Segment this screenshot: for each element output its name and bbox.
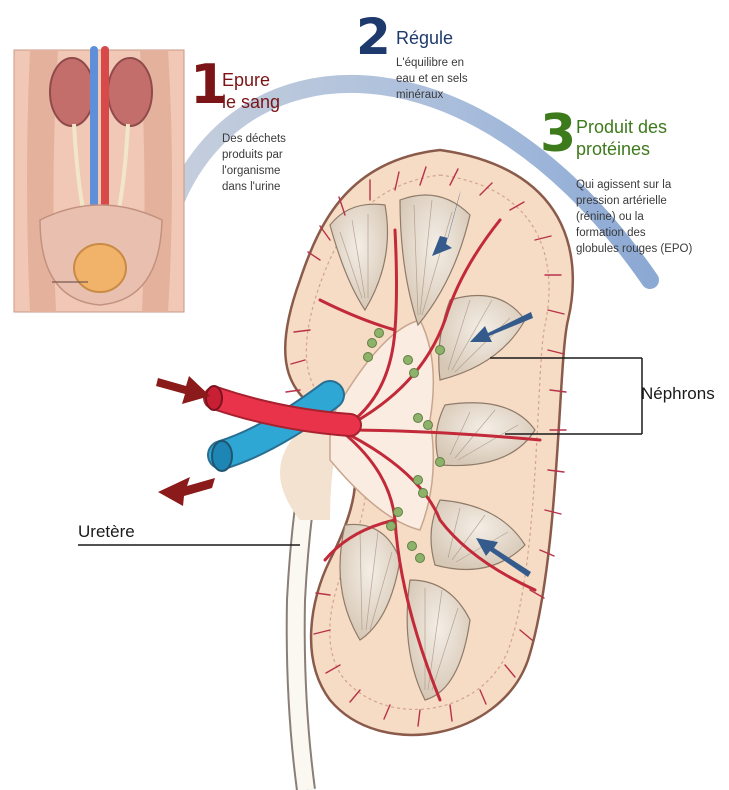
step-1-title-line-1: Epure [222,70,270,90]
step-1-desc-line-3: l'organisme [222,163,280,179]
step-3-desc-line-5: globules rouges (EPO) [576,241,692,257]
step-2-title: Régule [396,28,453,48]
step-2-desc-line-2: eau et en sels [396,71,468,87]
step-3-number: 3 [540,108,574,160]
inset-bladder [74,244,126,292]
step-3-desc-line-1: Qui agissent sur la [576,177,671,193]
step-2-number: 2 [356,12,389,62]
step-3-desc-line-2: pression artérielle [576,193,667,209]
step-3-desc-line-4: formation des [576,225,646,241]
nephrons-label: Néphrons [641,384,715,404]
step-1-desc-line-1: Des déchets [222,131,286,147]
flow-out-arrow [158,477,215,506]
inset-kidney-left [50,58,94,126]
step-2-desc-line-1: L'équilibre en [396,55,464,71]
step-2-desc-line-3: minéraux [396,87,443,103]
step-3-title-line-2: protéines [576,139,650,159]
uretere-label: Uretère [78,522,135,542]
step-1-desc-line-2: produits par [222,147,283,163]
step-3-desc-line-3: (rénine) ou la [576,209,644,225]
step-3-title-line-1: Produit des [576,117,667,137]
step-1-number: 1 [190,58,226,112]
step-1-title-line-2: le sang [222,92,280,112]
torso-inset [14,46,184,312]
flow-in-arrow [156,376,210,404]
inset-kidney-right [108,58,152,126]
step-1-desc-line-4: dans l'urine [222,179,280,195]
